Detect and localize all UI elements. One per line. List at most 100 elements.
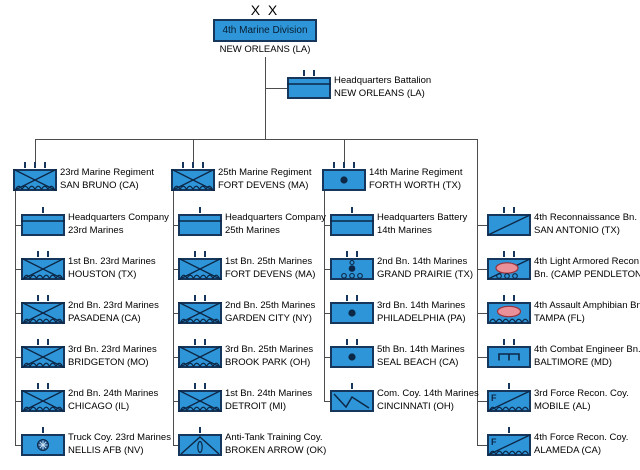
echelon-tick <box>42 427 44 433</box>
unit-anti-tank-training-coy: Anti-Tank Training Coy. BROKEN ARROW (OK… <box>178 427 326 456</box>
unit-label: Truck Coy. 23rd Marines NELLIS AFB (NV) <box>68 432 171 457</box>
marine-infantry-icon <box>21 258 65 280</box>
echelon-tick <box>42 207 44 213</box>
unit-name: Headquarters Company <box>68 212 169 223</box>
echelon-tick <box>192 162 194 168</box>
unit-name: 4th Assault Amphibian Bn. <box>534 300 640 311</box>
unit-label: 23rd Marine Regiment SAN BRUNO (CA) <box>60 167 154 192</box>
unit-stub <box>173 401 178 402</box>
regiment-drop <box>193 139 194 162</box>
unit-location: CHICAGO (IL) <box>68 400 130 412</box>
echelon-ticks <box>287 70 331 77</box>
unit-name: 1st Bn. 24th Marines <box>225 388 313 399</box>
headquarters-icon <box>330 220 374 222</box>
unit-location: BALTIMORE (MD) <box>534 356 612 368</box>
unit-stub <box>173 357 178 358</box>
unit-4th-reconnaissance-bn: 4th Reconnaissance Bn. SAN ANTONIO (TX) <box>487 207 637 236</box>
echelon-tick <box>47 251 49 257</box>
echelon-tick <box>182 162 184 168</box>
communications-icon <box>333 393 370 409</box>
unit-label: 3rd Bn. 25th Marines BROOK PARK (OH) <box>225 344 313 369</box>
echelon-ticks <box>21 383 65 390</box>
unit-name: 3rd Bn. 23rd Marines <box>68 344 157 355</box>
unit-symbol-box: F <box>487 434 531 456</box>
unit-label: Headquarters Company 23rd Marines <box>68 212 169 237</box>
echelon-tick <box>47 295 49 301</box>
unit-name: 5th Bn. 14th Marines <box>377 344 465 355</box>
unit-stub <box>324 357 330 358</box>
unit-label: 3rd Bn. 14th Marines PHILADELPHIA (PA) <box>377 300 466 325</box>
truck-icon <box>37 439 49 451</box>
unit-symbol-box <box>178 346 222 368</box>
unit-label: Com. Coy. 14th Marines CINCINNATI (OH) <box>377 388 479 413</box>
unit-4th-assault-amphibian-bn: 4th Assault Amphibian Bn. TAMPA (FL) <box>487 295 640 324</box>
marine-infantry-icon <box>178 346 222 368</box>
echelon-tick <box>508 383 510 389</box>
echelon-tick <box>503 251 505 257</box>
echelon-ticks <box>178 383 222 390</box>
regiment-drop <box>344 139 345 162</box>
unit-stub <box>324 269 330 270</box>
echelon-tick <box>313 70 315 76</box>
unit-4th-light-armored-recon: 4th Light Armored Recon. Bn. (CAMP PENDL… <box>487 251 640 280</box>
unit-label: 4th Light Armored Recon. Bn. (CAMP PENDL… <box>534 256 640 281</box>
unit-location: PHILADELPHIA (PA) <box>377 312 466 324</box>
unit-2nd-bn-25th-marines: 2nd Bn. 25th Marines GARDEN CITY (NY) <box>178 295 315 324</box>
unit-name: 2nd Bn. 14th Marines <box>377 256 468 267</box>
echelon-ticks <box>13 162 57 169</box>
unit-name: 1st Bn. 23rd Marines <box>68 256 156 267</box>
unit-name: 3rd Force Recon. Coy. <box>534 388 629 399</box>
echelon-tick <box>202 162 204 168</box>
unit-symbol-box <box>330 346 374 368</box>
echelon-tick <box>37 295 39 301</box>
unit-location: TAMPA (FL) <box>534 312 585 324</box>
unit-2nd-bn-24th-marines: 2nd Bn. 24th Marines CHICAGO (IL) <box>21 383 158 412</box>
unit-name: 1st Bn. 25th Marines <box>225 256 313 267</box>
unit-location: HOUSTON (TX) <box>68 268 137 280</box>
unit-name: 2nd Bn. 23rd Marines <box>68 300 159 311</box>
unit-headquarters-battery: Headquarters Battery 14th Marines <box>330 207 467 236</box>
division-location: NEW ORLEANS (LA) <box>219 44 311 55</box>
unit-name: 3rd Bn. 25th Marines <box>225 344 314 355</box>
unit-symbol-box <box>330 214 374 236</box>
column-spine <box>324 191 325 401</box>
echelon-ticks <box>487 427 531 434</box>
assault-amphibian-icon <box>488 305 530 324</box>
marine-infantry-icon <box>178 302 222 324</box>
echelon-ticks <box>487 383 531 390</box>
echelon-tick <box>37 339 39 345</box>
bus-connector <box>35 139 478 140</box>
echelon-ticks <box>487 295 531 302</box>
echelon-tick <box>346 295 348 301</box>
echelon-tick <box>503 295 505 301</box>
echelon-ticks <box>178 295 222 302</box>
echelon-ticks <box>330 339 374 346</box>
towed-artillery-icon <box>341 259 363 279</box>
echelon-ticks <box>178 251 222 258</box>
unit-stub <box>15 225 21 226</box>
column-spine <box>477 139 478 445</box>
unit-label: 2nd Bn. 24th Marines CHICAGO (IL) <box>68 388 158 413</box>
unit-name: Truck Coy. 23rd Marines <box>68 432 171 443</box>
force-recon-icon: F <box>487 390 531 412</box>
unit-name: Headquarters Company <box>225 212 326 223</box>
unit-symbol-box <box>487 302 531 324</box>
unit-label: Headquarters Battery 14th Marines <box>377 212 467 237</box>
echelon-tick <box>356 251 358 257</box>
echelon-tick <box>346 339 348 345</box>
echelon-tick <box>24 162 26 168</box>
unit-symbol-box <box>171 169 215 191</box>
division-box: 4th Marine Division <box>213 19 317 42</box>
unit-label: 2nd Bn. 23rd Marines PASADENA (CA) <box>68 300 159 325</box>
marine-infantry-icon <box>21 346 65 368</box>
marine-infantry-icon <box>178 258 222 280</box>
unit-location: FORTH WORTH (TX) <box>369 179 461 191</box>
unit-symbol-box <box>21 302 65 324</box>
unit-stub <box>477 269 487 270</box>
unit-stub <box>324 401 330 402</box>
unit-stub <box>477 313 487 314</box>
echelon-tick <box>37 383 39 389</box>
echelon-tick <box>194 383 196 389</box>
echelon-ticks <box>330 207 374 214</box>
unit-stub <box>477 357 487 358</box>
